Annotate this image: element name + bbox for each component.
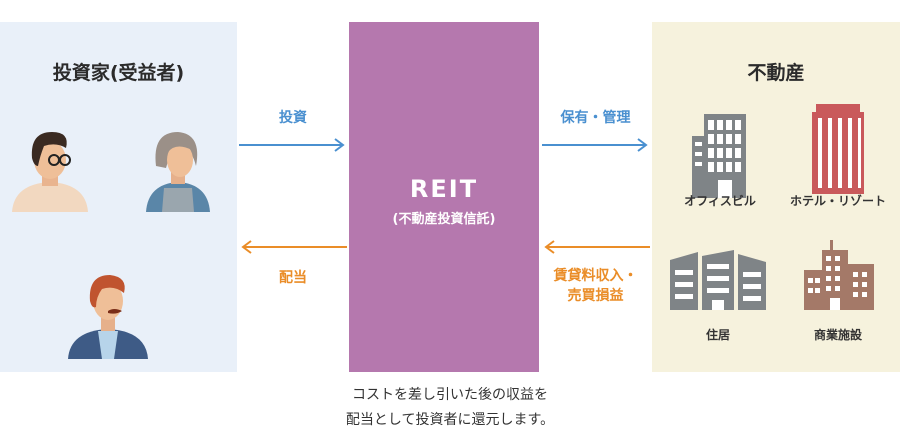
commercial-facility-label: 商業施設 — [813, 328, 862, 342]
investment-arrow — [239, 138, 345, 152]
reit-name: REIT — [409, 175, 479, 203]
hotel-label: ホテル・リゾート — [789, 194, 886, 208]
ownership-label: 保有・管理 — [560, 110, 631, 126]
income-arrow — [544, 240, 650, 254]
caption-line1: コストを差し引いた後の収益を — [352, 387, 548, 403]
dividend-arrow — [241, 240, 347, 254]
reit-subtitle: (不動産投資信託) — [392, 212, 496, 227]
investors-title: 投資家(受益者) — [52, 62, 185, 84]
housing-label: 住居 — [705, 328, 730, 342]
housing-icon — [670, 250, 766, 310]
realestate-panel: 不動産 オフィスビル ホテル・リゾート 住居 — [652, 22, 900, 372]
office-building-icon — [692, 114, 746, 198]
income-label-line1: 賃貸料収入・ — [553, 268, 638, 284]
ownership-arrow — [542, 138, 648, 152]
investor-man-glasses-icon — [12, 132, 88, 212]
investors-panel: 投資家(受益者) — [0, 22, 237, 372]
investor-man-mustache-icon — [68, 275, 148, 359]
office-building-label: オフィスビル — [684, 194, 756, 208]
investment-label: 投資 — [279, 110, 307, 126]
income-label-line2: 売買損益 — [567, 288, 624, 304]
realestate-title: 不動産 — [747, 62, 805, 84]
dividend-label: 配当 — [279, 270, 307, 286]
reit-panel: REIT (不動産投資信託) — [349, 22, 539, 372]
commercial-facility-icon — [804, 240, 874, 310]
income-label: 賃貸料収入・ 売買損益 — [539, 266, 652, 306]
hotel-icon — [812, 104, 864, 194]
caption-line2: 配当として投資者に還元します。 — [345, 412, 555, 428]
investor-woman-icon — [146, 132, 210, 212]
